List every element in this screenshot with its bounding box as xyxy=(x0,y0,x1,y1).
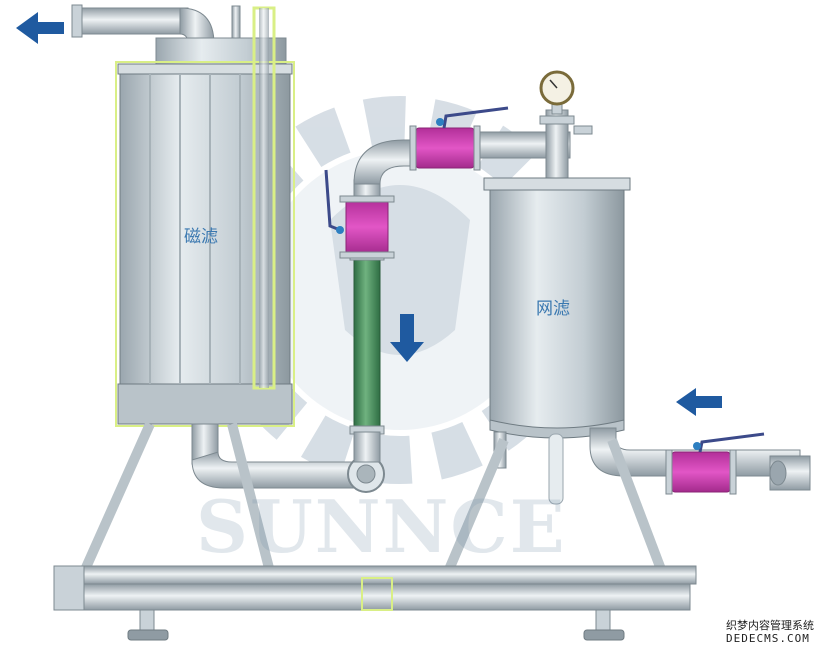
inlet-arrow-icon xyxy=(676,388,722,416)
pressure-gauge xyxy=(539,70,593,181)
outlet-arrow-icon xyxy=(16,12,64,44)
magnetic-filter-tank xyxy=(71,4,295,465)
mesh-filter-tank xyxy=(483,177,631,505)
brand-watermark: SUNNCE xyxy=(196,484,567,569)
connecting-pipe xyxy=(191,451,385,493)
riser-valve xyxy=(324,169,395,259)
support-frame xyxy=(53,421,697,641)
down-flow-arrow-icon xyxy=(390,314,424,362)
site-watermark-url: DEDECMS.COM xyxy=(726,632,810,645)
magnetic-filter-label: 磁滤 xyxy=(184,227,218,247)
site-watermark-cn: 织梦内容管理系统 xyxy=(726,619,814,632)
top-valve xyxy=(409,106,571,171)
mesh-filter-label: 网滤 xyxy=(536,299,570,319)
